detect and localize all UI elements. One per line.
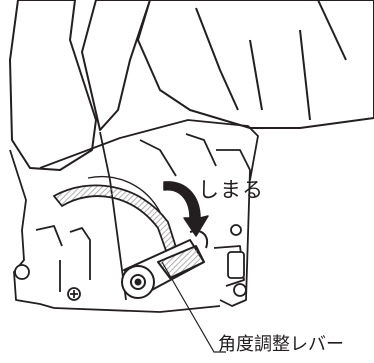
chassis-outline bbox=[9, 119, 259, 313]
curved-arrow-icon bbox=[163, 181, 209, 237]
tighten-direction-label: しまる bbox=[198, 178, 264, 202]
bevel-scale bbox=[52, 176, 182, 264]
angle-lever-label: 角度調整レバー bbox=[218, 334, 344, 355]
saw-housing bbox=[9, 0, 374, 171]
fasteners bbox=[14, 224, 247, 301]
callout-leader bbox=[161, 261, 226, 353]
